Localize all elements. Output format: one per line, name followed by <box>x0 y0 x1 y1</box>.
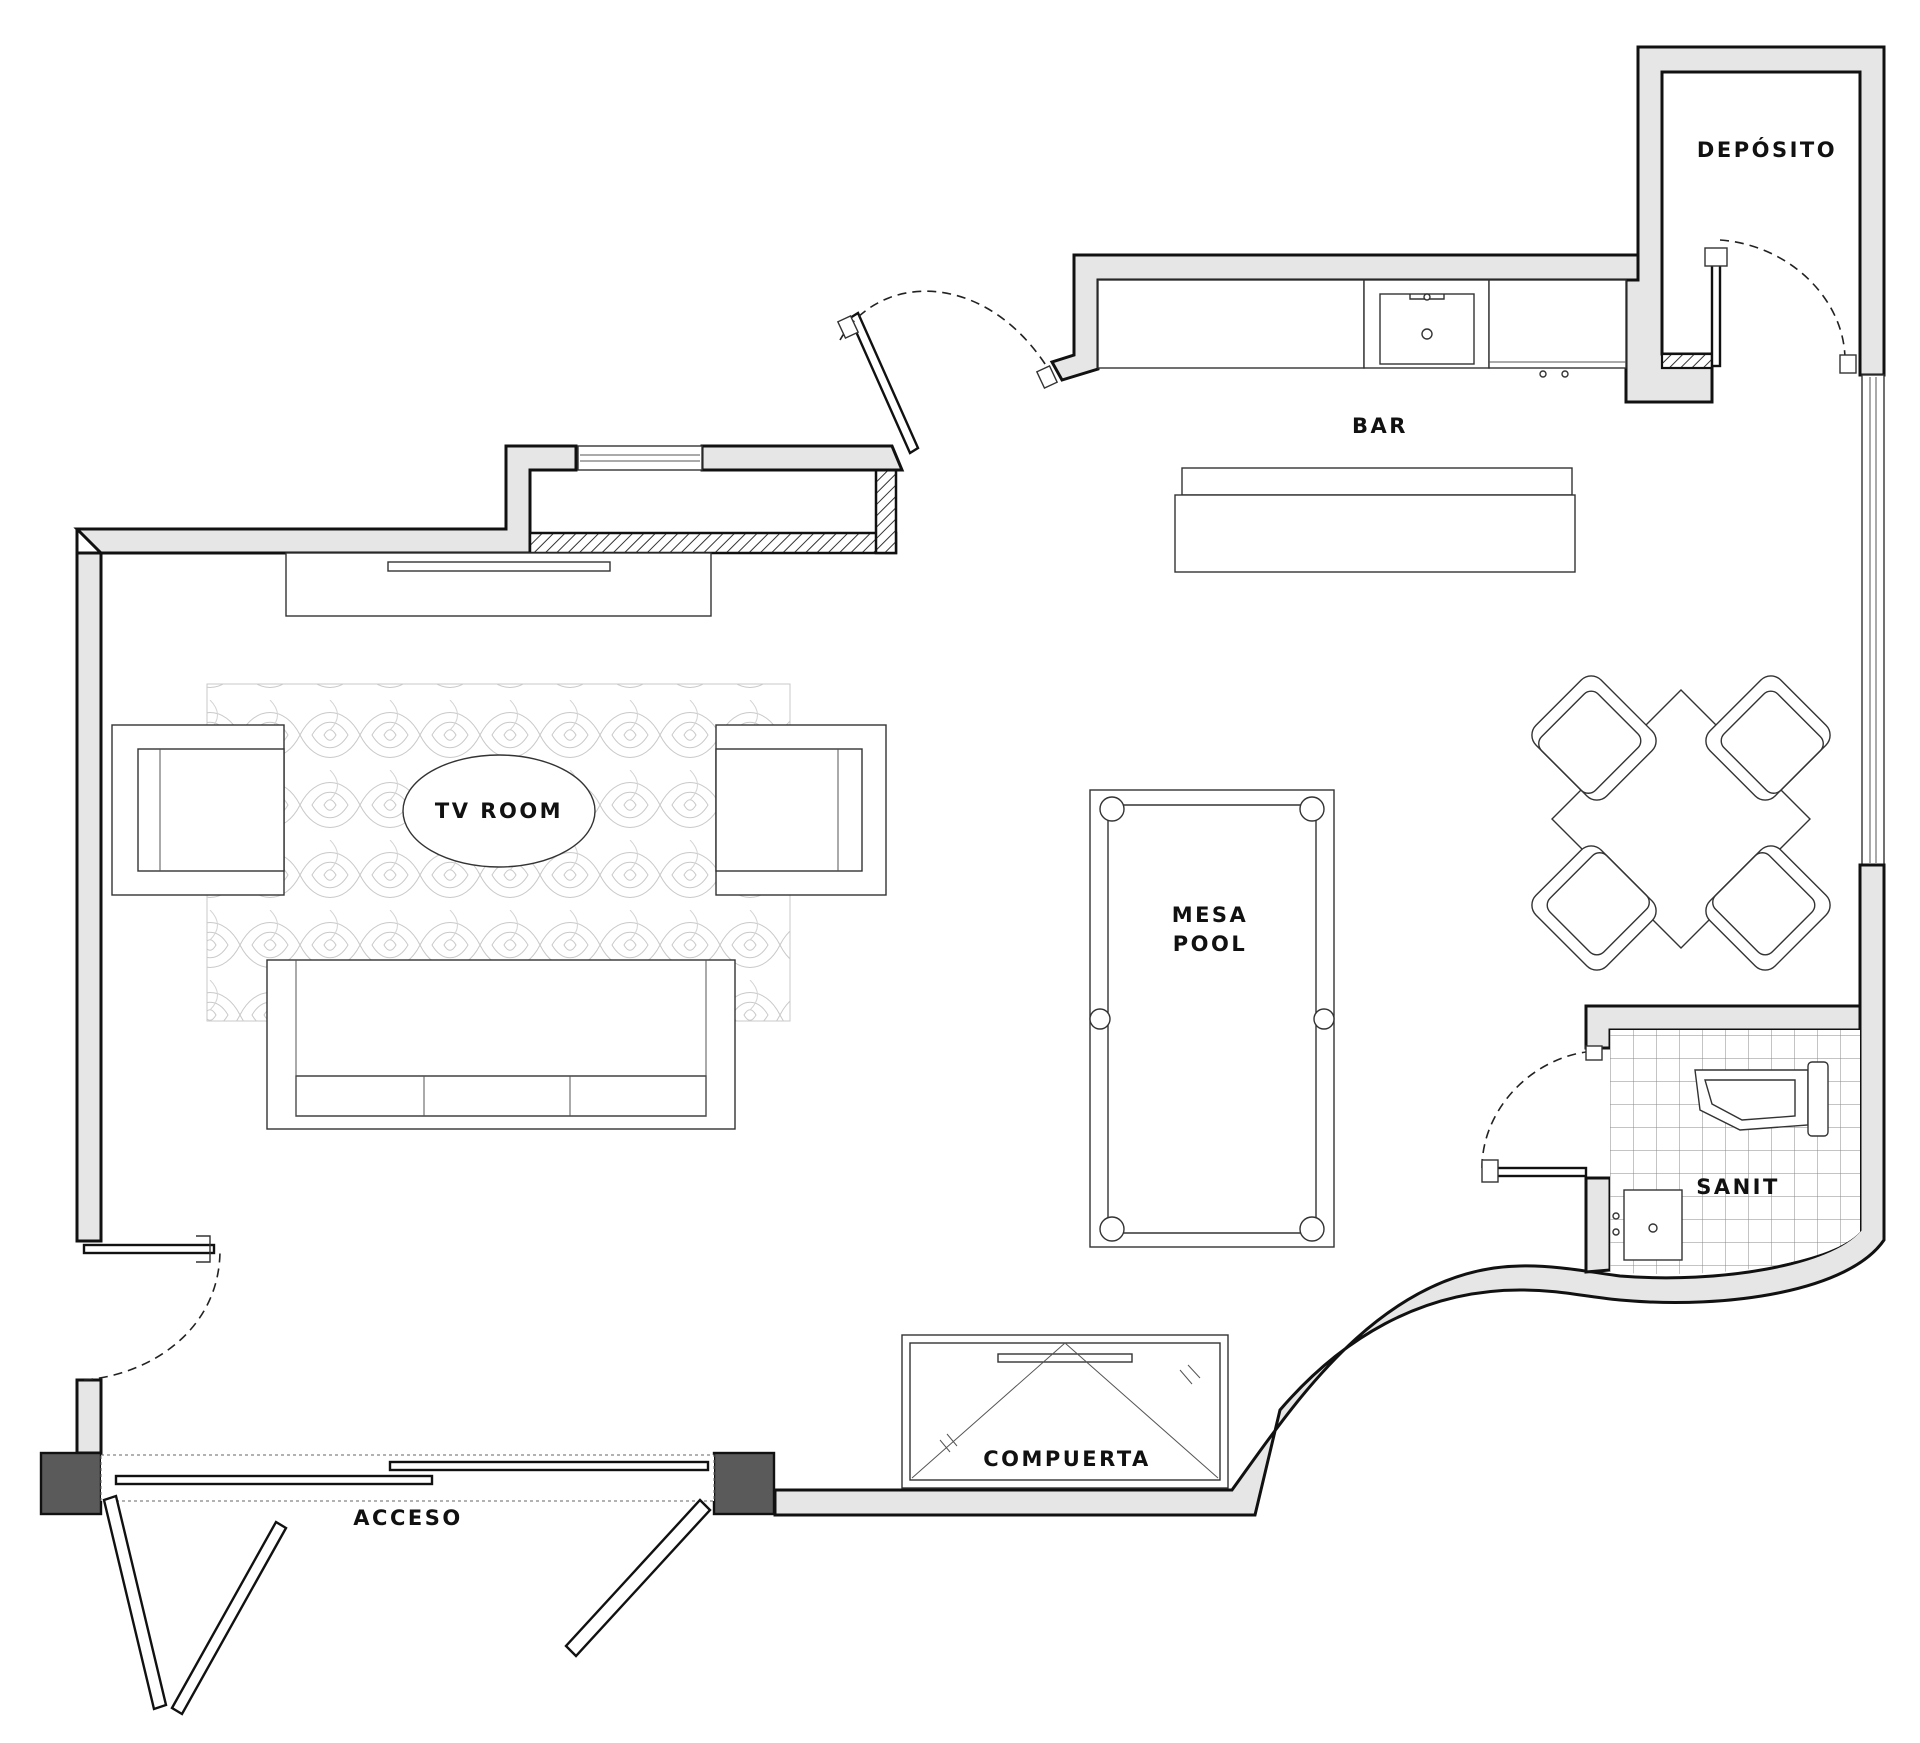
left-door-leaf <box>82 1243 216 1255</box>
deposito-door[interactable] <box>1704 239 1857 374</box>
left-door-swing <box>83 1249 221 1381</box>
hatched-wall-strip <box>528 531 898 555</box>
deposito-walls <box>1624 45 1886 404</box>
label-compuerta: COMPUERTA <box>983 1447 1151 1471</box>
label-bar: BAR <box>1352 414 1408 438</box>
hatched-wall-return <box>874 468 898 555</box>
top-wall-window-right <box>700 444 905 472</box>
left-wall-upper <box>75 529 103 1243</box>
compuerta <box>901 1334 1229 1489</box>
sanit-wall-lower <box>1584 1176 1612 1274</box>
doors <box>82 239 1857 1716</box>
top-left-wall <box>73 444 578 555</box>
deposito-hatch <box>1660 352 1714 370</box>
sanit-door[interactable] <box>1481 1045 1603 1183</box>
acceso-sliding-door[interactable] <box>100 1454 715 1502</box>
left-wall-stub <box>75 1378 103 1455</box>
tv-console <box>285 552 712 617</box>
dining-set <box>1531 675 1831 971</box>
top-window <box>577 445 703 471</box>
right-window <box>1861 374 1885 866</box>
top-door[interactable] <box>836 290 1059 455</box>
column-left <box>39 1451 103 1516</box>
armchair-right <box>715 724 887 896</box>
label-sanit: SANIT <box>1696 1175 1780 1199</box>
room-labels: DEPÓSITO BAR TV ROOM MESA POOL SANIT COM… <box>353 137 1837 1530</box>
label-tv-room: TV ROOM <box>435 799 563 823</box>
toilet <box>1694 1061 1829 1137</box>
label-pool: POOL <box>1173 932 1247 956</box>
bar-island <box>1174 467 1576 573</box>
acceso-folding-doors[interactable] <box>102 1494 712 1716</box>
bar-counter <box>1097 279 1627 378</box>
sink <box>1612 1189 1683 1261</box>
tv-room-table <box>402 754 596 868</box>
armchair-left <box>111 724 285 896</box>
label-acceso: ACCESO <box>353 1506 462 1530</box>
label-deposito: DEPÓSITO <box>1697 137 1837 162</box>
sanit-room <box>1610 1030 1860 1275</box>
label-mesa: MESA <box>1172 903 1249 927</box>
sofa <box>266 959 736 1130</box>
column-right <box>712 1451 776 1516</box>
pool-table <box>1089 789 1335 1248</box>
